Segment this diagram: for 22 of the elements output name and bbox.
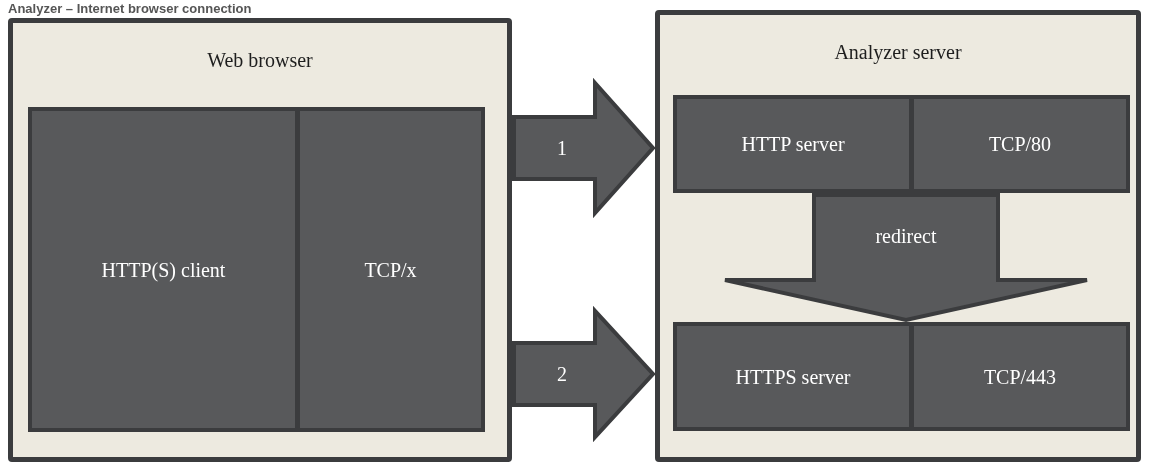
edge-label: 2 xyxy=(557,362,567,387)
component-box xyxy=(673,322,913,431)
component-label: HTTPS server xyxy=(735,364,851,390)
edge-label: 1 xyxy=(557,136,567,161)
component-box xyxy=(910,322,1130,431)
component-label: TCP/80 xyxy=(988,132,1052,157)
edge-label: redirect xyxy=(875,224,937,249)
component-box xyxy=(910,95,1130,193)
component-label: HTTP(S) client xyxy=(101,257,226,284)
container-title: Web browser xyxy=(207,48,313,73)
component-label: HTTP server xyxy=(741,132,845,157)
container-title: Analyzer server xyxy=(834,40,962,66)
component-label: TCP/x xyxy=(364,257,417,283)
block-arrow xyxy=(723,193,1089,323)
component-label: TCP/443 xyxy=(983,364,1057,390)
container-box xyxy=(8,18,512,462)
diagram-title: Analyzer – Internet browser connection xyxy=(8,2,252,15)
block-arrow xyxy=(512,305,656,443)
component-box xyxy=(296,107,485,432)
component-box xyxy=(28,107,299,432)
component-box xyxy=(673,95,913,193)
block-arrow xyxy=(512,77,656,219)
